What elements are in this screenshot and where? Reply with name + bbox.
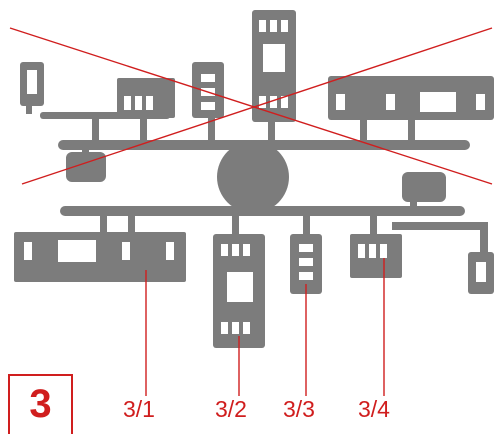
upper-part-column	[192, 62, 224, 118]
lower-sprue-frame	[60, 196, 488, 256]
upper-part-small-left	[20, 62, 44, 106]
sprue-diagram	[9, 10, 494, 396]
part-3-3	[290, 234, 322, 294]
step-number: 3	[29, 382, 52, 426]
upper-part-window-left	[117, 78, 175, 118]
callout-label-3-3: 3/3	[283, 396, 315, 422]
cross-out-mark	[9, 27, 493, 185]
part-3-2	[213, 234, 265, 348]
callout-leaders	[145, 258, 385, 396]
callout-label-3-4: 3/4	[358, 396, 390, 422]
upper-part-tower	[252, 10, 296, 122]
sprue-hub	[217, 141, 289, 213]
lower-part-tab-right	[402, 172, 446, 202]
part-3-4	[350, 234, 402, 278]
lower-part-small-right	[468, 252, 494, 294]
callout-label-3-1: 3/1	[123, 396, 155, 422]
step-number-box: 3	[8, 374, 73, 434]
upper-part-long-right	[328, 76, 494, 120]
callout-label-3-2: 3/2	[215, 396, 247, 422]
part-3-1	[14, 232, 186, 282]
